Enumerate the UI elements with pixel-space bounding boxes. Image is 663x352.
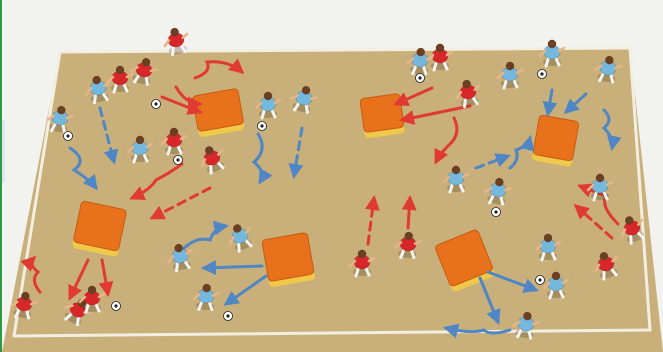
box-top-center-top (360, 93, 404, 132)
ball-8 (112, 302, 121, 311)
side-border (0, 0, 2, 352)
box-center-top (262, 232, 315, 281)
pass-arrow-6 (204, 266, 262, 268)
box-center (262, 232, 316, 287)
box-mid-left-top (73, 201, 127, 252)
ball-7 (492, 208, 501, 217)
ball-1 (152, 100, 161, 109)
dribble-arrow-13 (408, 198, 410, 228)
ball-9 (224, 312, 233, 321)
ball-10 (536, 276, 545, 285)
ball-2 (174, 156, 183, 165)
box-top-right-top (533, 115, 579, 161)
ball-6 (538, 70, 547, 79)
box-top-center (360, 93, 405, 138)
ball-5 (416, 74, 425, 83)
box-mid-left (72, 201, 127, 258)
box-top-right (532, 115, 579, 167)
ball-3 (64, 132, 73, 141)
box-top-left-top (192, 88, 244, 131)
ball-4 (258, 122, 267, 131)
